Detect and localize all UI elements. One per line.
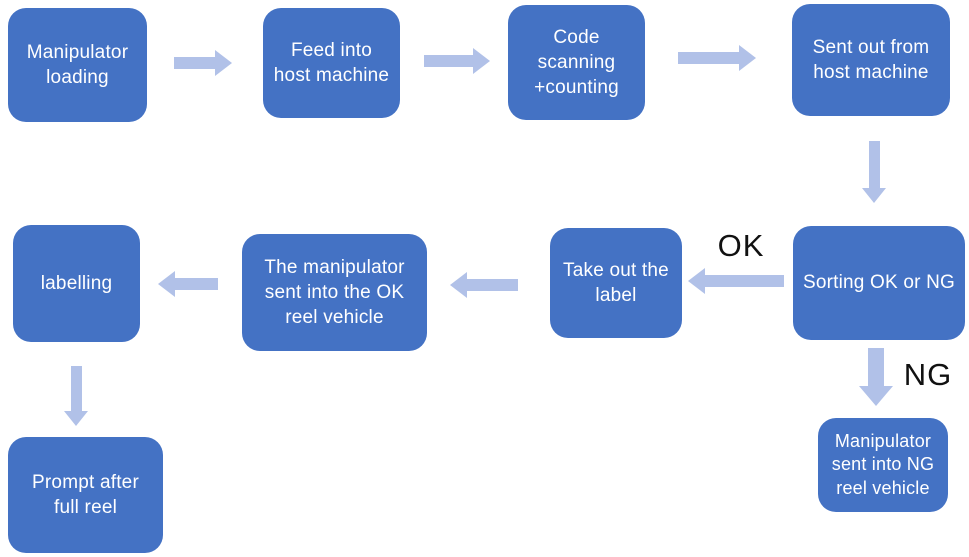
node-label: Code scanning +counting (534, 26, 619, 99)
arrow-head (64, 411, 88, 426)
node-manipulator-into-ng-reel: Manipulator sent into NG reel vehicle (818, 418, 948, 512)
arrow-right-icon (174, 50, 232, 76)
node-label: Sorting OK or NG (802, 272, 956, 294)
node-sent-out-from-host-machine: Sent out from host machine (792, 4, 950, 116)
arrow-left-icon (158, 271, 218, 297)
arrow-down-icon (63, 366, 89, 426)
node-take-out-the-label: Take out the label (550, 228, 682, 338)
arrow-head (862, 188, 886, 203)
node-label: Take out the label (563, 259, 669, 306)
arrow-shaft (868, 141, 880, 188)
node-feed-into-host-machine: Feed into host machine (263, 8, 400, 118)
arrow-head (158, 271, 175, 297)
arrow-shaft (678, 52, 739, 64)
arrow-head (473, 48, 490, 74)
node-prompt-after-full-reel: Prompt after full reel (8, 437, 163, 553)
edge-label-ok: OK (717, 228, 765, 263)
node-label: Prompt after full reel (32, 471, 139, 518)
node-sorting-ok-or-ng: Sorting OK or NG (793, 226, 965, 340)
node-code-scanning-counting: Code scanning +counting (508, 5, 645, 120)
arrow-shaft (424, 55, 473, 67)
arrow-shaft (467, 279, 518, 291)
node-label: labelling (40, 272, 113, 294)
node-labelling: labelling (13, 225, 140, 342)
arrow-head (739, 45, 756, 71)
arrow-shaft (70, 366, 82, 411)
arrow-shaft (868, 348, 884, 386)
arrow-head (688, 268, 705, 294)
node-label: Feed into host machine (273, 39, 390, 86)
node-label: Manipulator loading (26, 41, 129, 88)
arrow-shaft (175, 278, 218, 290)
node-manipulator-loading: Manipulator loading (8, 8, 147, 122)
edge-label-ng: NG (903, 357, 953, 392)
arrow-shaft (174, 57, 215, 69)
node-manipulator-into-ok-reel: The manipulator sent into the OK reel ve… (242, 234, 427, 351)
arrow-right-icon (678, 45, 756, 71)
arrow-head (450, 272, 467, 298)
node-label: The manipulator sent into the OK reel ve… (264, 256, 405, 329)
arrow-down-icon (861, 141, 887, 203)
node-label: Sent out from host machine (812, 36, 930, 83)
arrow-left-icon (688, 268, 784, 294)
arrow-head (859, 386, 893, 406)
node-label: Manipulator sent into NG reel vehicle (831, 430, 935, 498)
arrow-down-icon (859, 348, 893, 406)
arrow-right-icon (424, 48, 490, 74)
arrow-left-icon (450, 272, 518, 298)
arrow-head (215, 50, 232, 76)
arrow-shaft (705, 275, 784, 287)
